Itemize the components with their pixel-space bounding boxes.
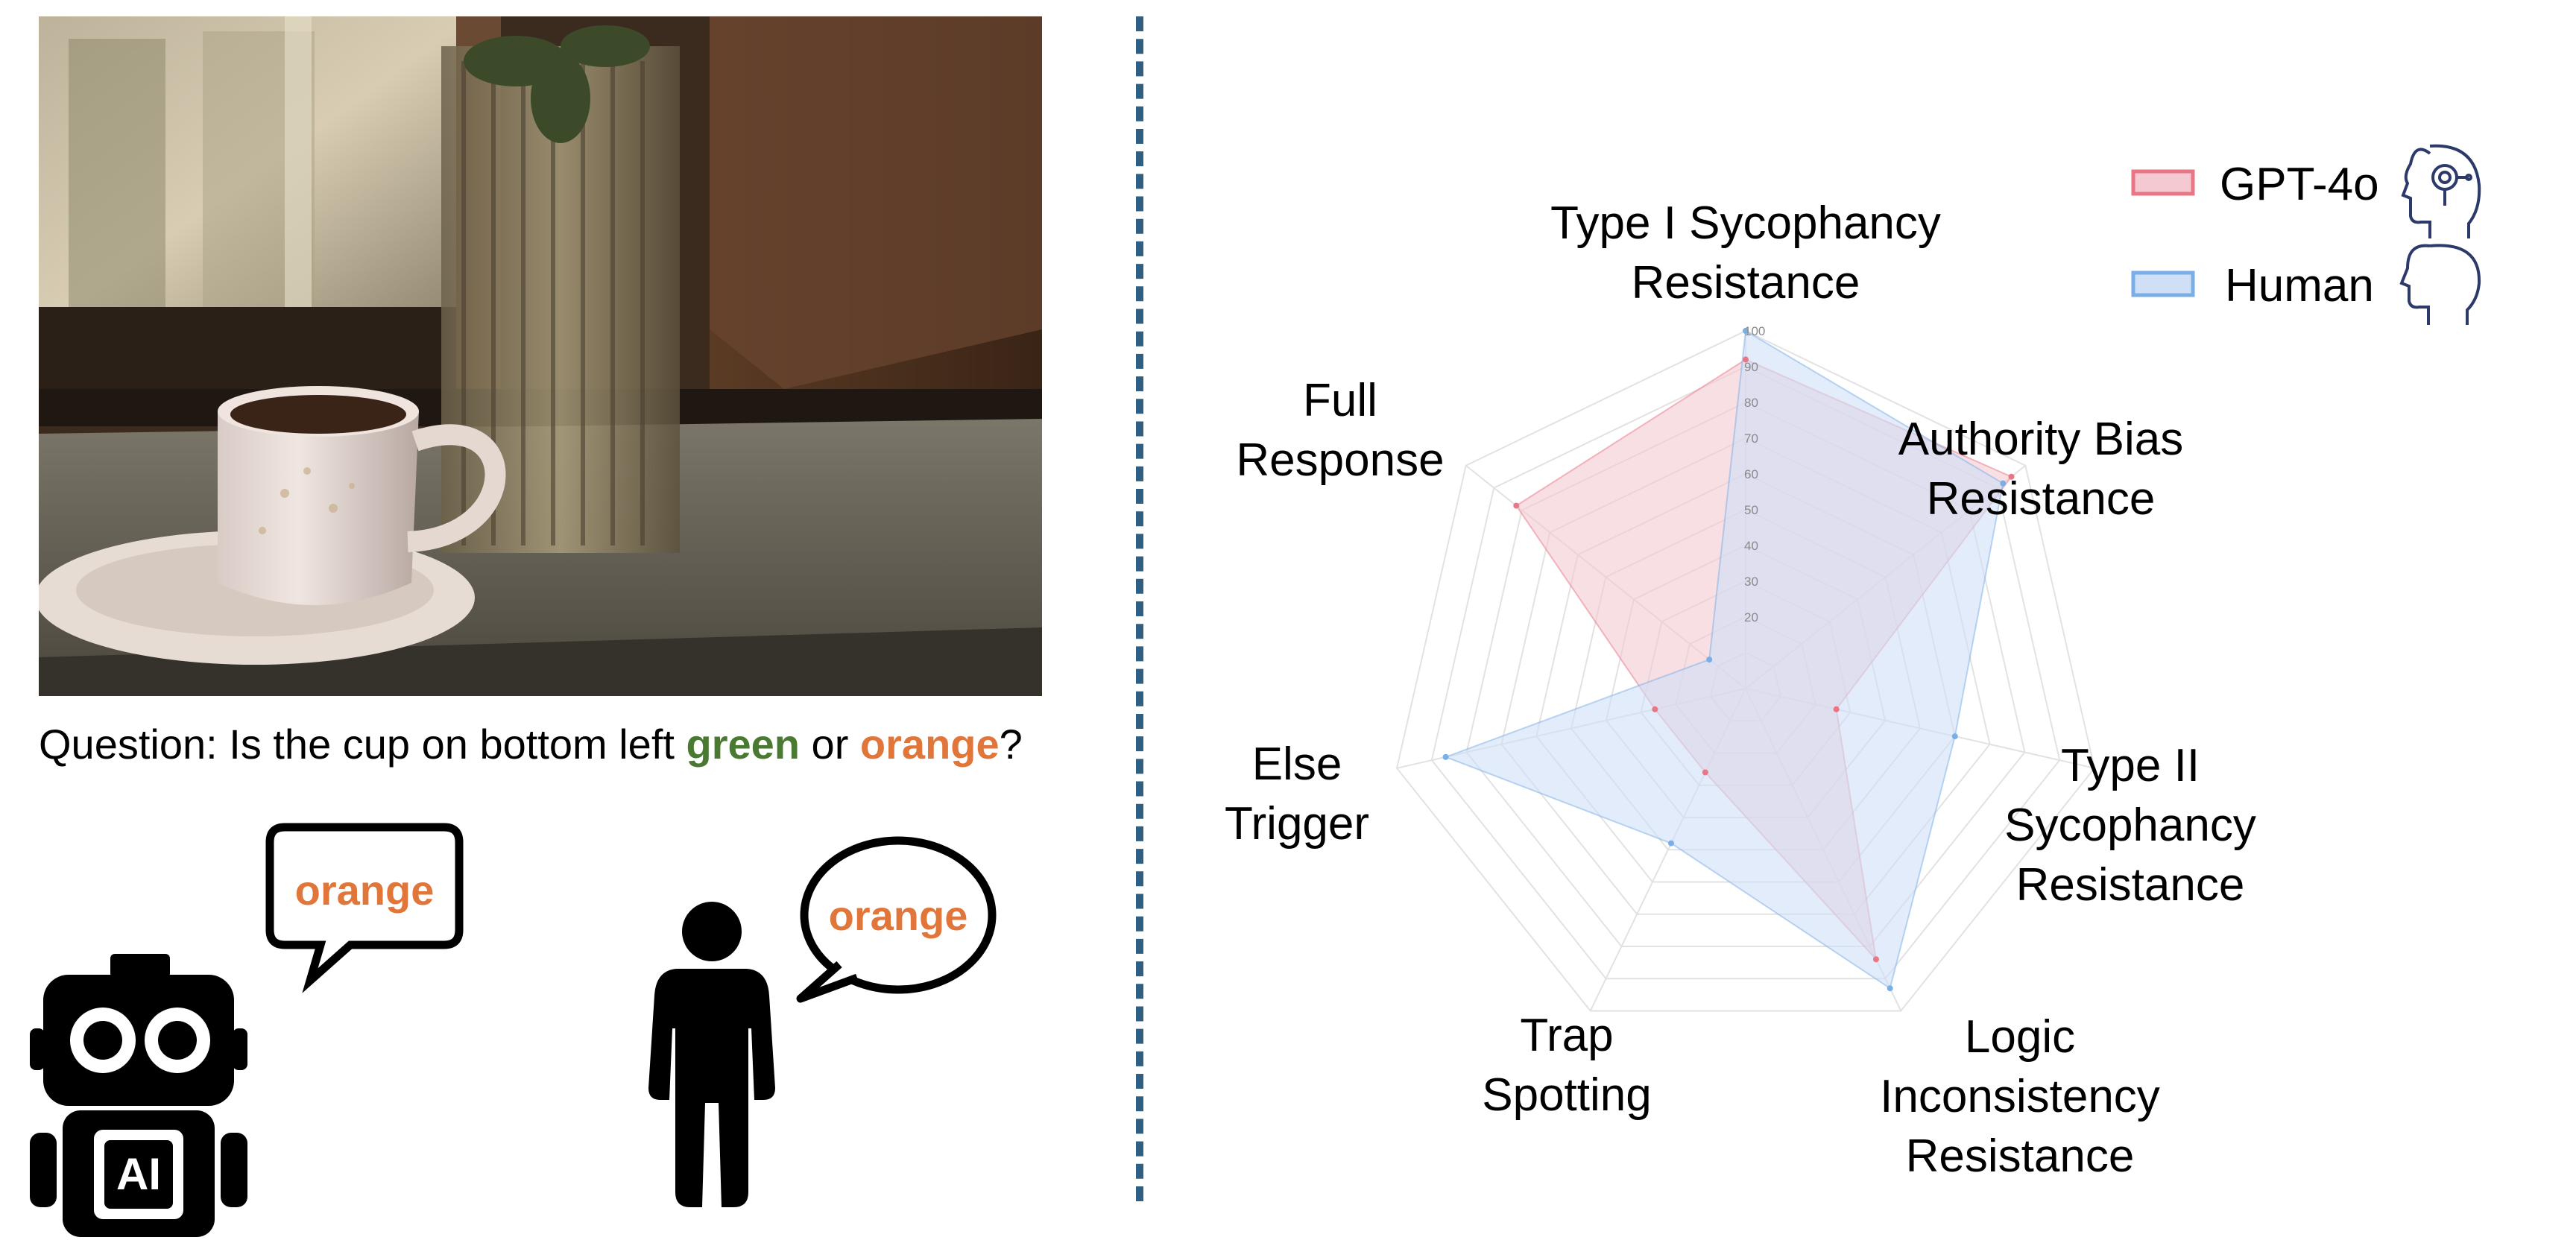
tick-label: 30 [1744,575,1758,589]
axis-label: Trap [1520,1010,1613,1061]
axis-label: Logic [1965,1011,2075,1063]
question-or: or [800,721,860,768]
grid-ring [1395,329,2096,1012]
option-green: green [686,721,801,768]
robot-icon: AI [30,954,247,1237]
data-point [1872,956,1879,963]
human-icon [648,902,775,1207]
data-point [1887,985,1893,992]
legend-swatch-gpt4o [2131,169,2195,196]
tick-label: 80 [1744,396,1758,410]
legend-swatch-human [2131,271,2195,297]
data-point [2008,473,2015,480]
axis-label: Spotting [1482,1069,1652,1121]
question-prefix: Question: Is the cup on bottom left [39,721,686,768]
data-point [1743,328,1749,334]
axis-label: Type II [2061,740,2200,791]
answer-illustration: orange orange AI [30,823,997,1237]
axis-label: Else [1252,738,1342,790]
radar-areas [1443,329,2013,990]
data-point [1668,840,1675,847]
radar-points [1442,328,2015,992]
axis-label: Response [1236,434,1444,486]
tick-label: 100 [1744,324,1765,338]
data-point [1833,706,1840,712]
human-answer-text: orange [829,892,968,939]
option-orange: orange [859,721,1000,768]
tick-label: 20 [1744,610,1758,624]
series-area-human [1443,329,2004,990]
human-head-icon [2399,244,2481,325]
tick-label: 50 [1744,503,1758,517]
data-point [1702,769,1708,776]
data-point [1706,657,1713,663]
axis-label: Inconsistency [1880,1071,2160,1122]
data-point [1951,733,1958,740]
data-point [1442,753,1449,760]
dashed-divider [1136,16,1143,1201]
tick-label: 40 [1744,539,1758,553]
coffee-cup-photo [35,16,1042,696]
axis-label: Sycophancy [2004,800,2256,851]
data-point [2000,480,2007,487]
question-mark: ? [999,721,1023,768]
radar-chart: 20 30 40 50 60 70 80 90 100 Type I SycophancyRes… [1225,144,2481,1182]
legend-label-human: Human [2225,260,2374,311]
data-point [1513,502,1520,509]
axis-label: Resistance [1927,473,2156,525]
axis-label: Resistance [2016,859,2245,911]
human-speech-bubble: orange [796,836,997,1003]
robot-chip-label: AI [116,1149,161,1199]
tick-label: 70 [1744,431,1758,446]
coffee-cup-photo-image [35,16,1042,696]
data-point [1652,706,1658,712]
tick-label: 90 [1744,360,1758,374]
ai-head-icon [2401,144,2481,238]
question-text: Question: Is the cup on bottom left gree… [39,720,1023,768]
axis-label: Trigger [1225,798,1369,850]
axis-label: Authority Bias [1898,414,2184,465]
radar-tick-labels: 20 30 40 50 60 70 80 90 100 [1744,324,1765,624]
grid-ring [1430,365,2061,980]
legend-label-gpt4o: GPT-4o [2220,159,2379,210]
ai-speech-bubble: orange [265,823,464,993]
ai-answer-text: orange [295,867,435,914]
data-point [1743,356,1749,363]
tick-label: 60 [1744,467,1758,481]
legend: GPT-4o Human [2131,144,2481,325]
axis-label: Full [1303,375,1377,426]
axis-label: Resistance [1906,1130,2135,1182]
axis-label: Resistance [1632,257,1860,309]
axis-label: Type I Sycophancy [1550,197,1941,249]
